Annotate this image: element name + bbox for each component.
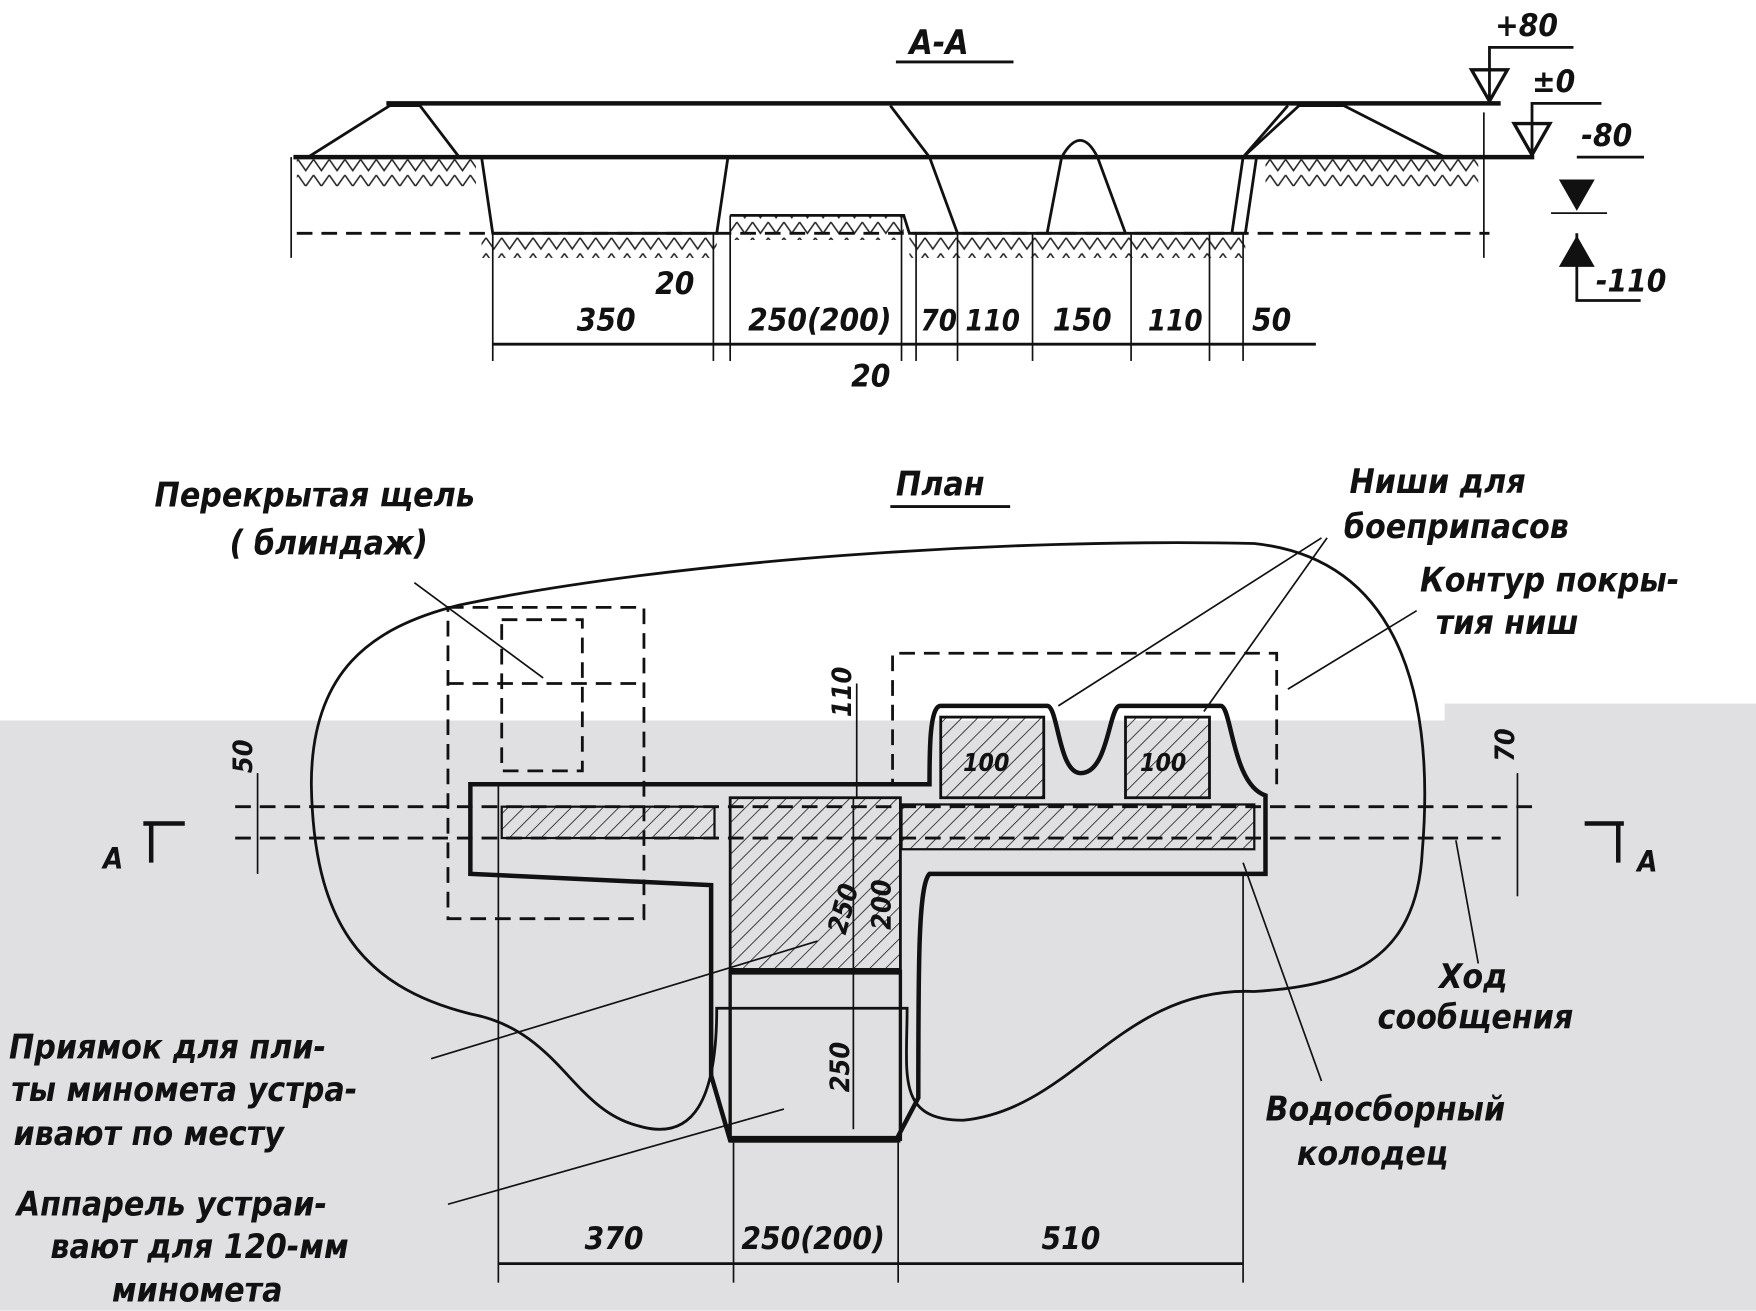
label-ammo-niches: Ниши для [1349, 462, 1525, 501]
label-plate-pit: Приямок для пли- [9, 1028, 326, 1067]
dim-20-bottom: 20 [851, 359, 890, 395]
niche-1-size: 100 [963, 748, 1009, 777]
section-mark-left-icon [143, 821, 185, 863]
section-mark-left-label: А [101, 841, 123, 875]
leader-lines [413, 537, 1480, 1206]
label-comm-trench: Ход [1437, 957, 1507, 996]
dim-70: 70 [1490, 728, 1521, 762]
dim-20-top: 20 [655, 266, 694, 302]
level-minus-110: -110 [1596, 264, 1667, 300]
soil-left [296, 159, 476, 187]
covered-slit-outline [446, 605, 646, 921]
plan-title: План [896, 464, 985, 503]
trench-outline [468, 703, 1268, 1143]
label-ramp-line2: вают для 120-мм [50, 1227, 348, 1266]
soil-right [1265, 159, 1479, 187]
dim-350: 350 [577, 303, 636, 339]
label-niche-cover-line2: тия ниш [1436, 603, 1579, 642]
right-slope [1230, 104, 1289, 234]
dim-510: 510 [1042, 1221, 1101, 1257]
pit-floor [730, 156, 1258, 235]
soil-pit-right [909, 233, 1246, 258]
dim-250-200-plan: 250(200) [741, 1221, 885, 1257]
left-trench-hatch [500, 805, 716, 840]
right-parapet [1239, 104, 1446, 159]
bottom-dimension-lines [497, 784, 1244, 1283]
label-comm-trench-line2: сообщения [1377, 997, 1573, 1036]
label-plate-pit-line2: ты миномета устра- [11, 1070, 357, 1109]
section-a-a: А-А [290, 8, 1667, 395]
pit-left [480, 156, 730, 235]
label-plate-pit-line3: ивают по месту [13, 1114, 285, 1153]
dim-50: 50 [1252, 303, 1291, 339]
label-niche-cover: Контур покры- [1420, 561, 1679, 600]
soil-platform [730, 215, 904, 241]
level-triangle-icon [1558, 179, 1595, 211]
level-minus-80: -80 [1581, 118, 1632, 154]
dim-110: 110 [827, 667, 858, 717]
section-mark-right-icon [1584, 821, 1624, 863]
dim-250-ramp: 250 [825, 1042, 856, 1092]
label-ammo-niches-line2: боеприпасов [1344, 507, 1569, 546]
section-mark-right-label: А [1635, 845, 1657, 879]
dim-70: 70 [921, 304, 957, 338]
dim-50: 50 [228, 739, 259, 773]
ammo-niche-1 [939, 715, 1046, 800]
dim-250-200: 250(200) [748, 303, 891, 339]
soil-pit-left [481, 233, 717, 258]
level-marks [1468, 45, 1645, 302]
level-triangle-icon [1558, 235, 1595, 267]
camouflage-contour [309, 541, 1427, 1131]
label-ramp-line3: миномета [112, 1271, 283, 1310]
right-trench-hatch [900, 803, 1256, 851]
level-triangle-icon [1468, 68, 1511, 105]
level-plus-80: +80 [1495, 8, 1558, 44]
dim-370: 370 [585, 1221, 644, 1257]
niche-2-size: 100 [1140, 748, 1186, 777]
ammo-niche-2 [1124, 715, 1211, 800]
label-sump-line2: колодец [1297, 1134, 1448, 1173]
label-covered-slit-line2: ( блиндаж) [230, 524, 428, 563]
dim-200: 200 [866, 879, 897, 929]
label-covered-slit: Перекрытая щель [155, 476, 475, 515]
slope-line [889, 104, 959, 234]
level-triangle-icon [1511, 121, 1553, 159]
left-parapet [303, 104, 462, 159]
dim-110: 110 [965, 304, 1020, 338]
plan-view: План 100 100 А А 50 110 [9, 462, 1679, 1310]
dimension-lines [491, 215, 1316, 361]
label-ramp: Аппарель устраи- [15, 1184, 327, 1223]
dim-110-right: 110 [1148, 304, 1203, 338]
label-sump: Водосборный [1265, 1089, 1505, 1128]
niche-hump [1045, 138, 1127, 234]
section-title: А-А [907, 23, 968, 62]
level-zero: ±0 [1532, 64, 1575, 100]
dim-150: 150 [1053, 303, 1112, 339]
niche-cover-contour [891, 651, 1279, 785]
